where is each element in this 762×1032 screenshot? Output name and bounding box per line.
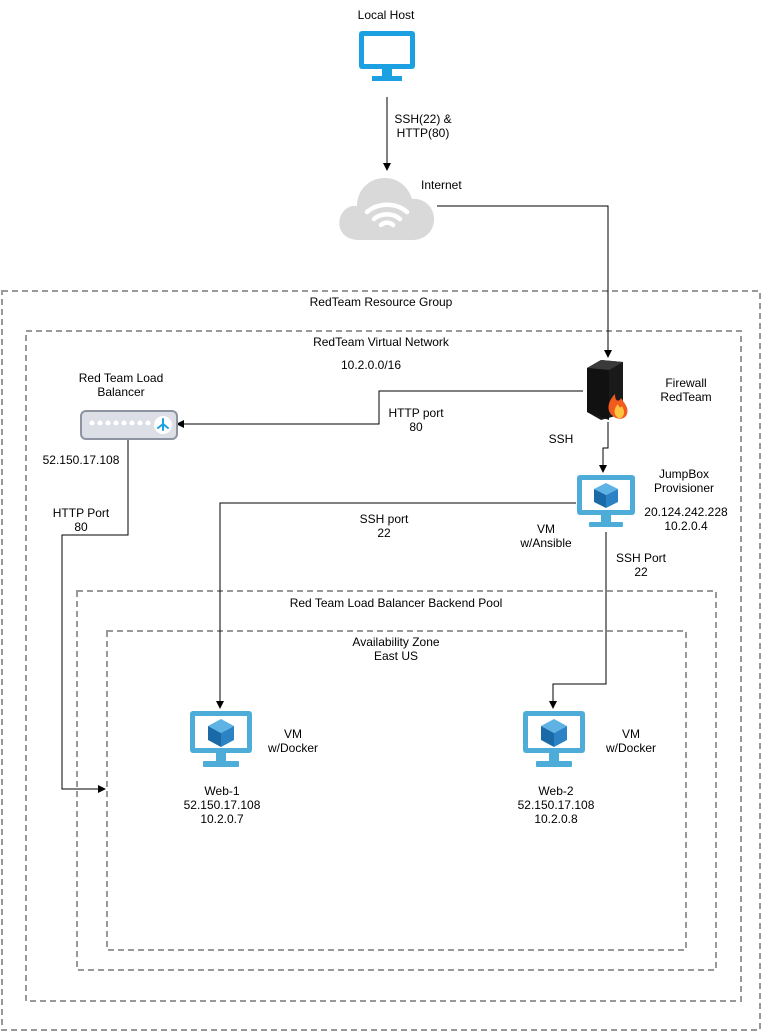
edge-jumpbox-to-web2	[549, 532, 607, 709]
cloud-wifi-icon	[339, 178, 435, 240]
virtual-network-label: RedTeam Virtual Network	[313, 335, 449, 349]
resource-group-boundary	[1, 290, 761, 1031]
edge-firewall-to-lb	[176, 390, 583, 428]
web2-vm-label: VM w/Docker	[605, 727, 656, 755]
web1-vm-icon	[190, 711, 252, 767]
load-balancer-icon	[80, 410, 178, 440]
edge-label-local-to-internet: SSH(22) & HTTP(80)	[394, 112, 452, 140]
edge-label-jb-to-web1: SSH port 22	[359, 512, 409, 540]
edge-internet-to-firewall	[437, 205, 612, 358]
web2-label: Web-2 52.150.17.108 10.2.0.8	[517, 784, 595, 826]
jumpbox-label: JumpBox Provisioner	[653, 467, 715, 495]
web2-vm-icon	[523, 711, 585, 767]
web1-label: Web-1 52.150.17.108 10.2.0.7	[183, 784, 261, 826]
firewall-label: Firewall RedTeam	[660, 376, 712, 404]
backend-pool-label: Red Team Load Balancer Backend Pool	[289, 596, 503, 610]
web1-vm-label: VM w/Docker	[267, 727, 318, 755]
edge-label-lb-to-pool: HTTP Port 80	[52, 506, 110, 534]
load-balancer-ip-label: 52.150.17.108	[42, 453, 120, 467]
vnet-cidr-label: 10.2.0.0/16	[340, 358, 402, 372]
edge-jumpbox-to-web1	[216, 502, 576, 709]
jumpbox-vm-icon	[577, 475, 635, 527]
virtual-network-boundary	[25, 330, 742, 1002]
availability-zone-label: Availability Zone East US	[352, 635, 440, 663]
edge-label-fw-to-jumpbox: SSH	[548, 432, 574, 446]
edge-label-jb-to-web2: SSH Port 22	[615, 551, 666, 579]
internet-label: Internet	[421, 178, 462, 192]
edge-label-fw-to-lb: HTTP port 80	[388, 406, 444, 434]
jumpbox-vm-label: VM w/Ansible	[520, 522, 572, 550]
load-balancer-label: Red Team Load Balancer	[78, 371, 164, 399]
monitor-icon	[359, 31, 415, 81]
edge-lb-to-pool	[61, 438, 129, 793]
resource-group-label: RedTeam Resource Group	[309, 295, 453, 309]
edge-firewall-to-jumpbox	[599, 422, 609, 473]
local-host-label: Local Host	[357, 8, 415, 22]
jumpbox-ips-label: 20.124.242.228 10.2.0.4	[644, 505, 728, 533]
firewall-icon	[587, 360, 628, 420]
